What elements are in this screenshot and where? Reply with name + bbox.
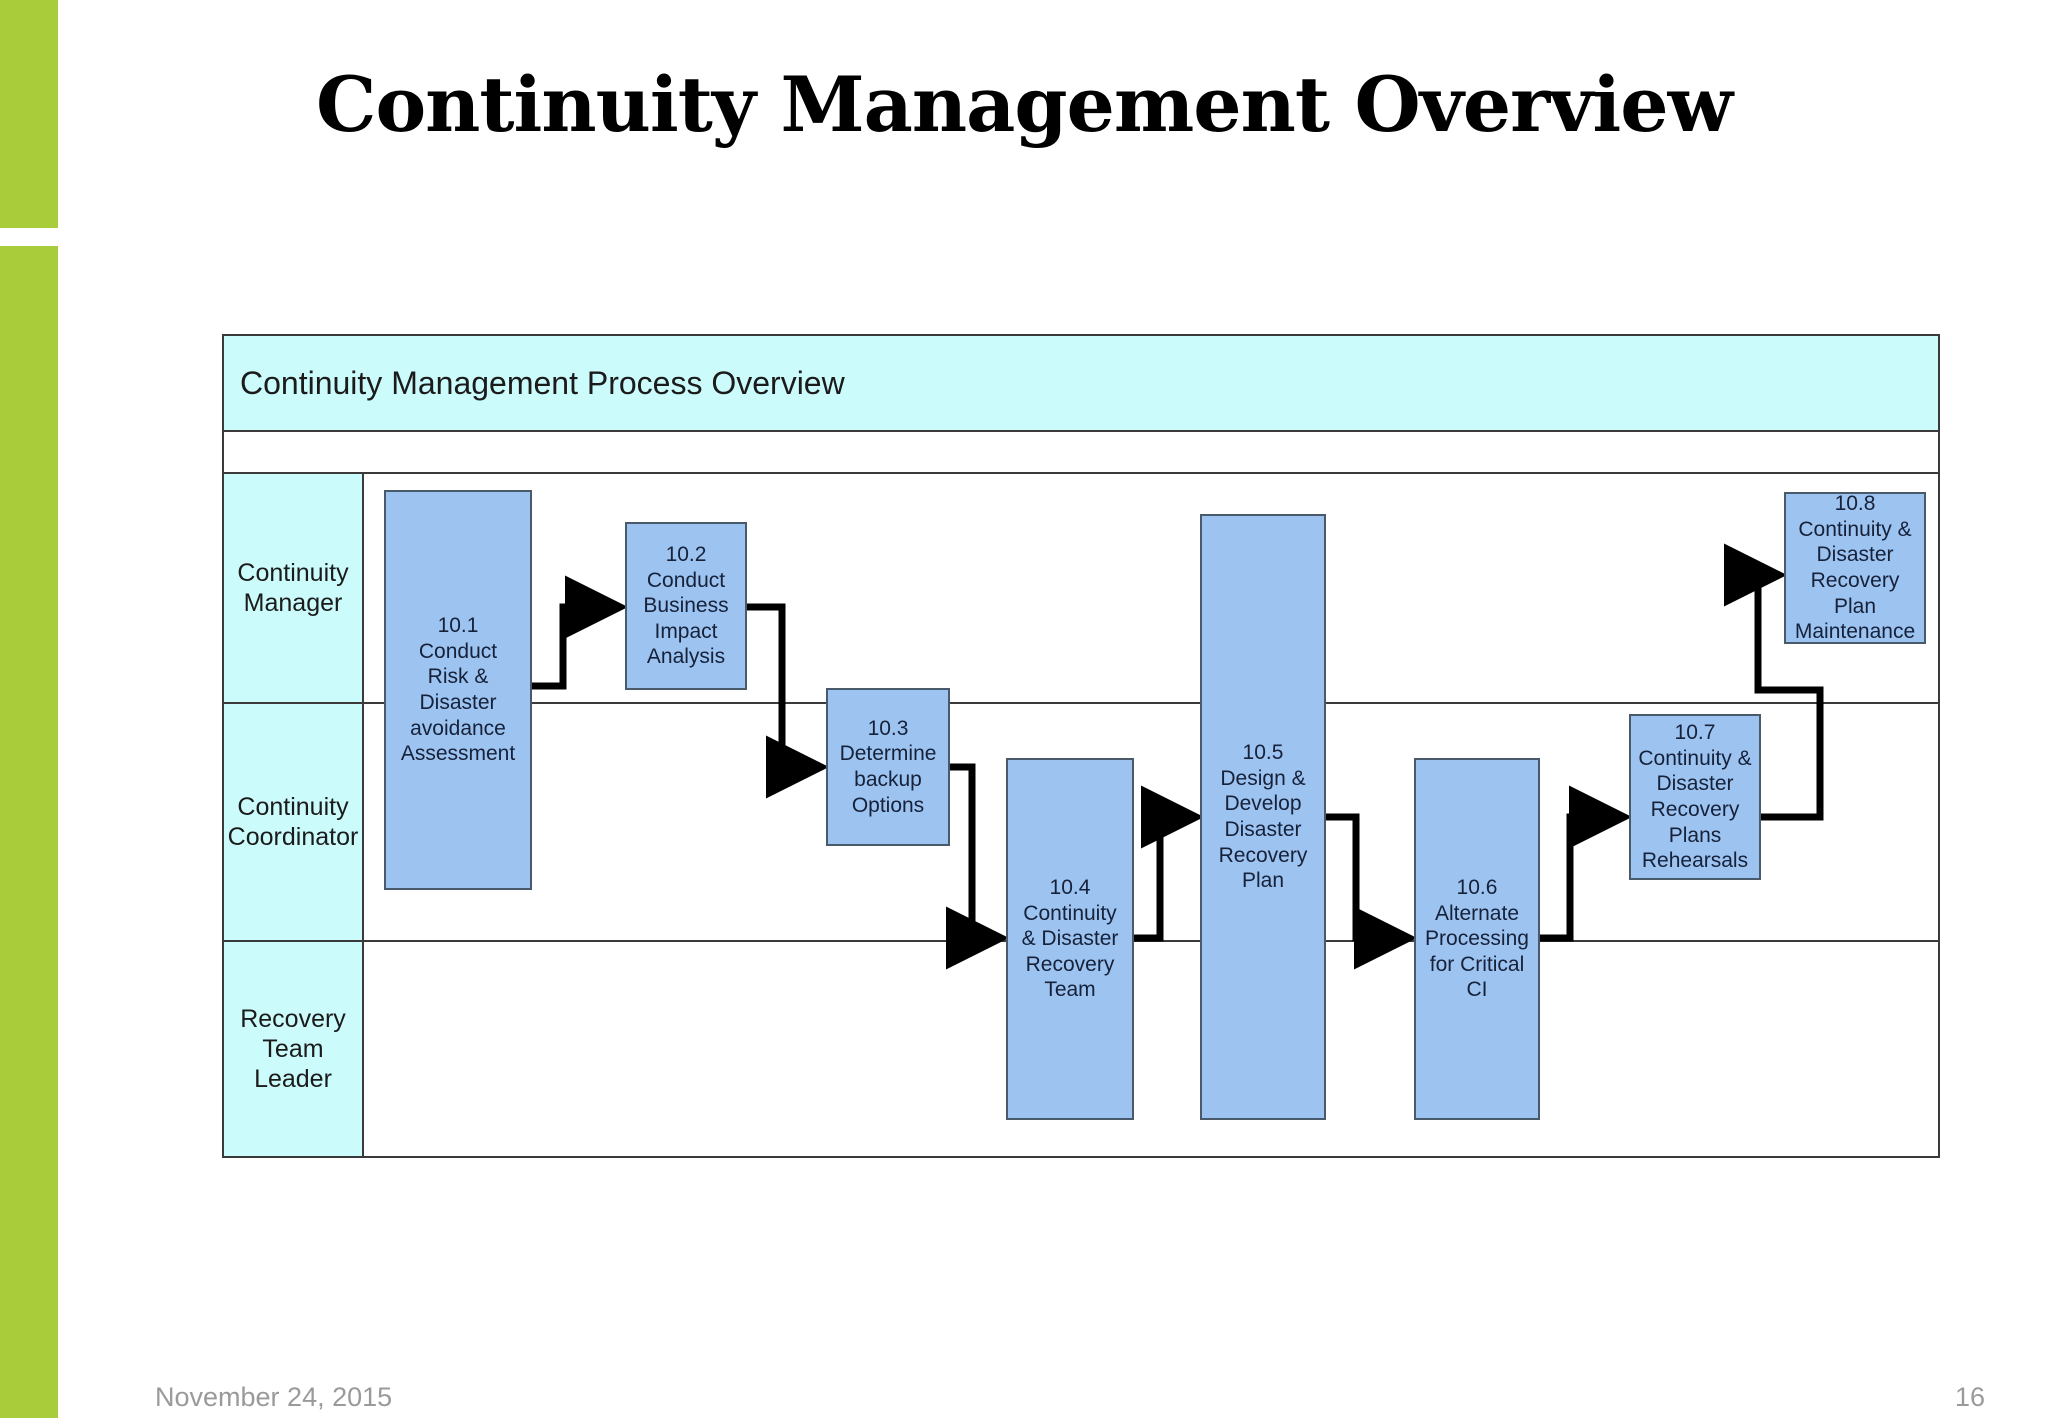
process-box-10-4-label: 10.4 Continuity & Disaster Recovery Team — [1021, 875, 1119, 1002]
process-box-10-6-label: 10.6 Alternate Processing for Critical C… — [1425, 875, 1529, 1002]
process-box-10-4[interactable]: 10.4 Continuity & Disaster Recovery Team — [1006, 758, 1134, 1120]
process-box-10-3-label: 10.3 Determine backup Options — [839, 716, 937, 817]
swimlane-label-continuity-coordinator: Continuity Coordinator — [224, 704, 364, 940]
swimlane-label-continuity-manager: Continuity Manager — [224, 474, 364, 702]
swimlane-continuity-manager: Continuity Manager — [224, 474, 1938, 704]
process-box-10-8[interactable]: 10.8 Continuity & Disaster Recovery Plan… — [1784, 492, 1926, 644]
diagram-subheader-band — [224, 432, 1938, 474]
process-box-10-5-label: 10.5 Design & Develop Disaster Recovery … — [1218, 741, 1308, 893]
footer-page-number: 16 — [1955, 1382, 1986, 1412]
process-box-10-7-label: 10.7 Continuity & Disaster Recovery Plan… — [1638, 721, 1752, 873]
process-box-10-8-label: 10.8 Continuity & Disaster Recovery Plan… — [1794, 492, 1916, 644]
process-box-10-5[interactable]: 10.5 Design & Develop Disaster Recovery … — [1200, 514, 1326, 1120]
diagram-header-title: Continuity Management Process Overview — [240, 364, 845, 401]
diagram-header: Continuity Management Process Overview — [224, 336, 1938, 432]
accent-bar-bottom — [0, 246, 58, 1418]
swimlane-label-recovery-team-leader: Recovery Team Leader — [224, 942, 364, 1156]
swimlane-recovery-team-leader: Recovery Team Leader — [224, 942, 1938, 1156]
process-box-10-6[interactable]: 10.6 Alternate Processing for Critical C… — [1414, 758, 1540, 1120]
accent-bar-top — [0, 0, 58, 228]
process-box-10-2-label: 10.2 Conduct Business Impact Analysis — [643, 542, 729, 669]
footer-date: November 24, 2015 — [155, 1382, 393, 1412]
process-box-10-7[interactable]: 10.7 Continuity & Disaster Recovery Plan… — [1629, 714, 1761, 880]
process-box-10-1[interactable]: 10.1 Conduct Risk & Disaster avoidance A… — [384, 490, 532, 890]
page-title: Continuity Management Overview — [315, 60, 1733, 149]
process-box-10-3[interactable]: 10.3 Determine backup Options — [826, 688, 950, 846]
process-box-10-2[interactable]: 10.2 Conduct Business Impact Analysis — [625, 522, 747, 690]
process-box-10-1-label: 10.1 Conduct Risk & Disaster avoidance A… — [400, 614, 516, 766]
